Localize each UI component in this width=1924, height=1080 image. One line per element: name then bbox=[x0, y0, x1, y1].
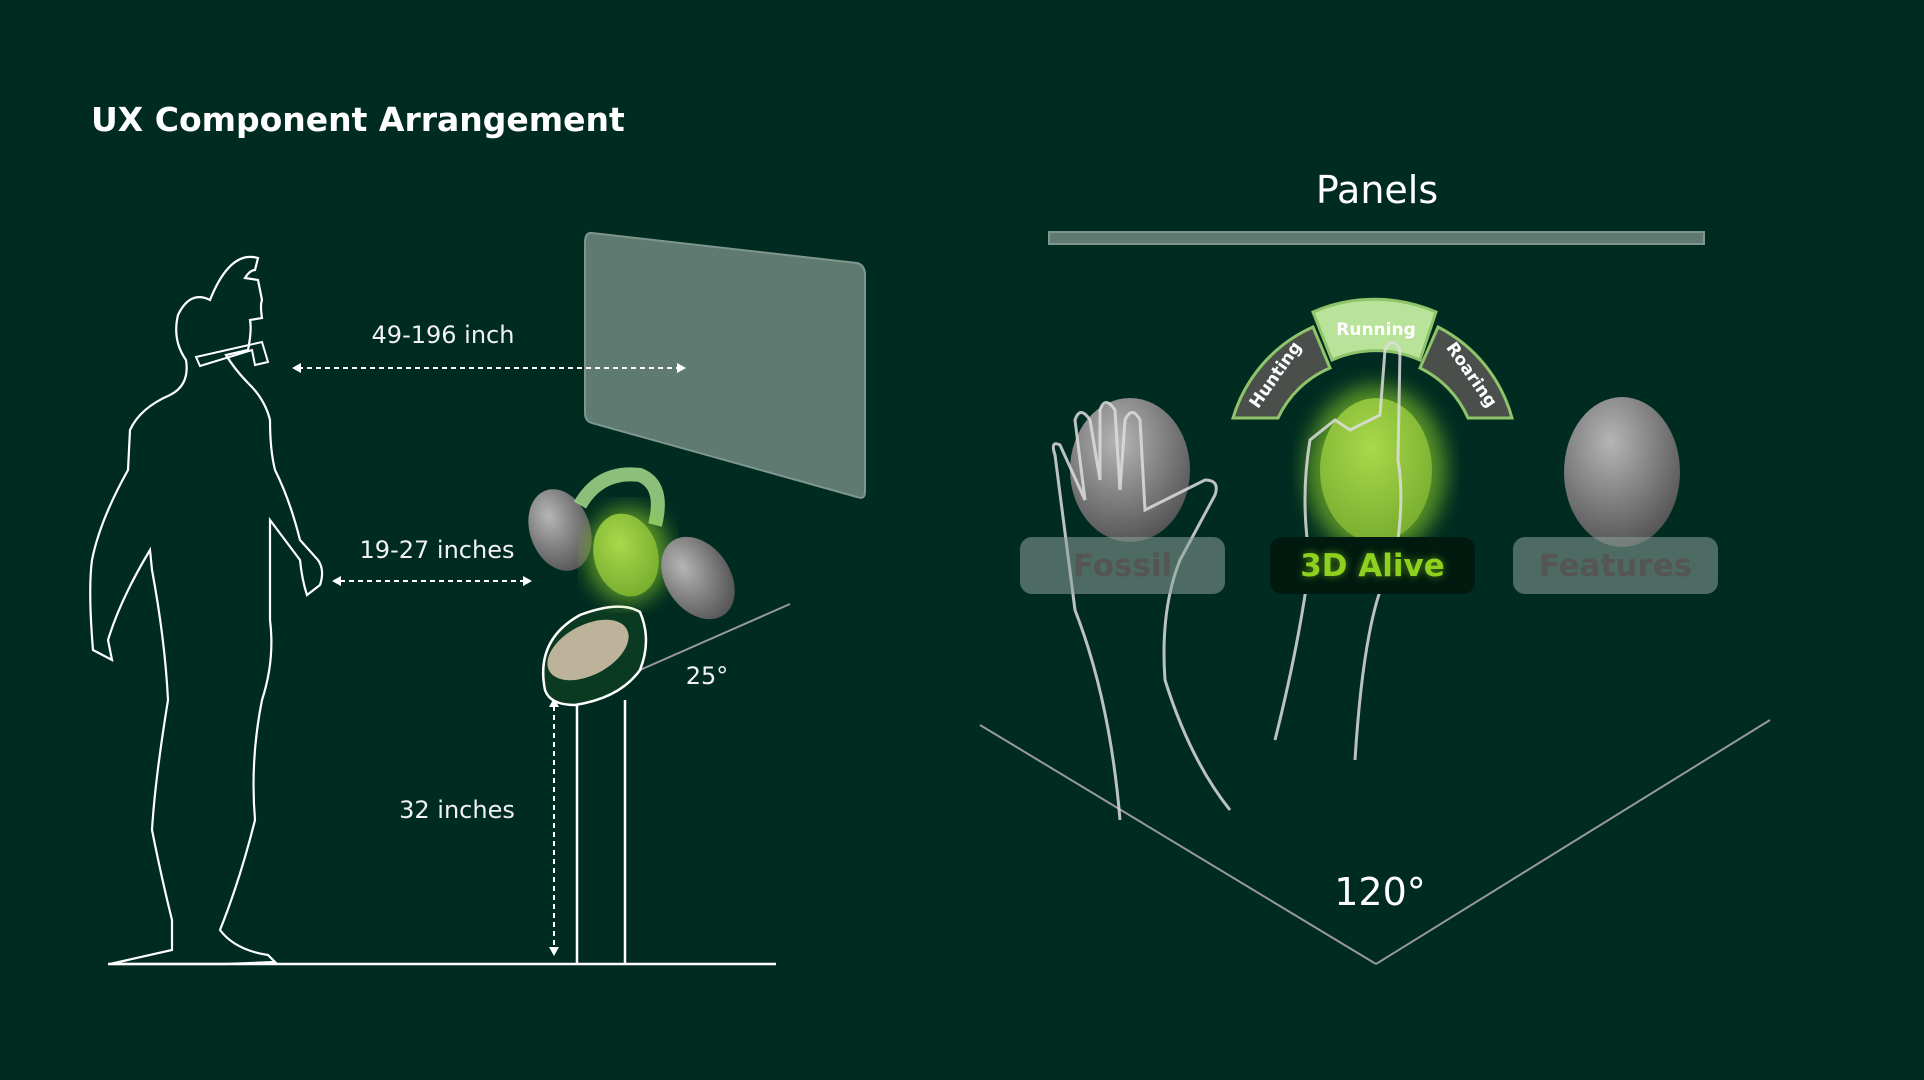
egg-model-grey bbox=[661, 536, 735, 620]
features-button[interactable]: Features bbox=[1513, 537, 1718, 594]
tilt-angle-label: 25° bbox=[685, 662, 729, 690]
screen-distance-arrow bbox=[298, 367, 680, 948]
panels-heading: Panels bbox=[1315, 168, 1439, 212]
arc-label-running[interactable]: Running bbox=[1336, 320, 1416, 340]
egg-model-grey bbox=[528, 489, 592, 571]
console-device bbox=[541, 605, 648, 707]
arrowheads bbox=[292, 363, 686, 956]
person-silhouette-icon bbox=[89, 255, 324, 966]
open-hand-icon bbox=[1051, 401, 1232, 821]
virtual-screen-panel bbox=[584, 231, 866, 499]
screen-distance-label: 49-196 inch bbox=[371, 321, 515, 349]
arc-item-roaring[interactable] bbox=[1418, 324, 1514, 420]
panels-bar bbox=[1048, 231, 1705, 245]
fov-line-right bbox=[1375, 719, 1771, 965]
egg-features bbox=[1564, 397, 1680, 547]
stand-height-label: 32 inches bbox=[399, 796, 515, 824]
page-title: UX Component Arrangement bbox=[91, 100, 625, 139]
arc-menu[interactable]: Hunting Running Roaring bbox=[1230, 297, 1514, 420]
arc-item-running[interactable] bbox=[1311, 297, 1438, 363]
egg-3d-alive bbox=[1320, 398, 1432, 542]
arc-menu-mini bbox=[573, 467, 665, 527]
egg-model-green bbox=[593, 513, 659, 597]
fossil-button[interactable]: Fossil bbox=[1020, 537, 1225, 594]
tilt-reference-line bbox=[639, 603, 791, 671]
3d-alive-button[interactable]: 3D Alive bbox=[1270, 537, 1475, 594]
console-distance-label: 19-27 inches bbox=[359, 536, 515, 564]
fov-line-left bbox=[979, 724, 1377, 965]
arc-item-hunting[interactable] bbox=[1230, 325, 1332, 420]
field-of-view-label: 120° bbox=[1334, 870, 1426, 914]
ar-glasses-icon bbox=[194, 340, 270, 368]
